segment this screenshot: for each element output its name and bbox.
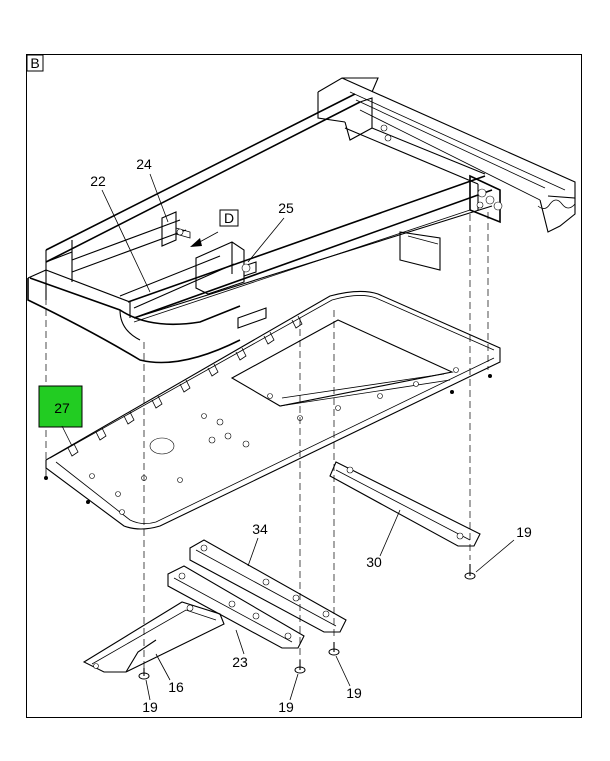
- floor-pan-holes: [89, 367, 459, 515]
- callout-16: 16: [168, 679, 184, 695]
- highlighted-callout-27[interactable]: 27: [38, 385, 83, 447]
- callout-highlight-box[interactable]: [38, 385, 83, 428]
- callout-19-right: 19: [346, 685, 362, 701]
- alignment-lines: [45, 212, 489, 668]
- support-bar-30: [329, 461, 481, 547]
- detail-label: D: [224, 210, 234, 226]
- callout-19-far-right: 19: [516, 524, 532, 540]
- support-bar-34: [189, 539, 347, 633]
- chassis-frame: [27, 77, 576, 364]
- callout-30: 30: [366, 554, 382, 570]
- view-label-box: B: [26, 54, 44, 72]
- bracket-16: [82, 601, 225, 673]
- callout-23: 23: [232, 654, 248, 670]
- frame-bolts: [176, 124, 503, 273]
- fastener: [294, 660, 306, 674]
- view-label: B: [30, 55, 39, 71]
- fasteners-19: [44, 374, 492, 680]
- drawing-frame: [26, 54, 582, 718]
- fastener: [328, 642, 340, 656]
- callout-22: 22: [90, 173, 106, 189]
- support-bar-23: [167, 565, 305, 649]
- callout-25: 25: [278, 200, 294, 216]
- callout-27: 27: [54, 400, 70, 416]
- callout-19-left: 19: [142, 699, 158, 715]
- callouts: 24 22 25 34 30 23 16 19 19 19 19: [90, 156, 532, 715]
- callout-34: 34: [252, 521, 268, 537]
- detail-reference: D: [190, 209, 239, 247]
- floor-pan: [45, 290, 501, 530]
- fastener: [464, 564, 476, 580]
- callout-24: 24: [136, 156, 152, 172]
- callout-19-center: 19: [278, 699, 294, 715]
- fastener: [138, 668, 150, 680]
